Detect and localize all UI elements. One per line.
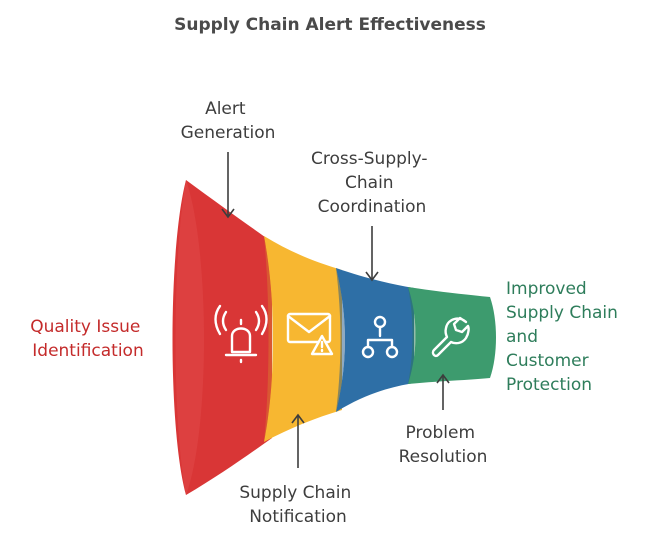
- alarm-bell-icon: [214, 304, 268, 364]
- segment-edge-green: [408, 287, 416, 384]
- right-label-line: Customer: [506, 351, 589, 371]
- diagram-title: Supply Chain Alert Effectiveness: [174, 15, 486, 35]
- left-label: Quality Issue Identification: [30, 317, 146, 361]
- stage-label-line: Notification: [249, 507, 347, 527]
- funnel-mouth-highlight: [175, 180, 204, 495]
- right-label-line: and: [506, 327, 538, 347]
- stage-label-coordination: Cross-Supply- Chain Coordination: [311, 149, 433, 217]
- stage-label-line: Resolution: [399, 447, 488, 467]
- arrow-up-icon: [436, 373, 450, 410]
- funnel-segment-yellow: [264, 236, 342, 442]
- mail-alert-icon: [286, 312, 334, 356]
- segment-edge-blue: [336, 268, 345, 412]
- stage-label-line: Problem: [406, 423, 476, 443]
- right-label-line: Supply Chain: [506, 303, 618, 323]
- stage-label-line: Cross-Supply-: [311, 149, 428, 169]
- segment-edge-yellow: [264, 236, 273, 442]
- right-label-line: Protection: [506, 375, 592, 395]
- arrow-up-icon: [291, 413, 305, 468]
- stage-alert-generation: [172, 180, 272, 495]
- stage-label-line: Chain: [345, 173, 394, 193]
- stage-label-line: Generation: [181, 123, 276, 143]
- right-label-line: Improved: [506, 279, 587, 299]
- stage-label-alert-generation: Alert Generation: [181, 99, 276, 143]
- stage-label-line: Supply Chain: [239, 483, 351, 503]
- wrench-icon: [431, 316, 470, 358]
- stage-label-supply-chain-notification: Supply Chain Notification: [239, 483, 356, 527]
- hierarchy-network-icon: [361, 315, 399, 359]
- stage-label-line: Coordination: [318, 197, 427, 217]
- arrow-down-icon: [365, 226, 379, 282]
- funnel-segment-green: [408, 287, 496, 384]
- stage-label-line: Alert: [205, 99, 246, 119]
- left-label-line: Identification: [32, 341, 143, 361]
- right-label: Improved Supply Chain and Customer Prote…: [506, 279, 623, 395]
- left-label-line: Quality Issue: [30, 317, 140, 337]
- stage-label-problem-resolution: Problem Resolution: [399, 423, 488, 467]
- arrow-down-icon: [221, 152, 235, 219]
